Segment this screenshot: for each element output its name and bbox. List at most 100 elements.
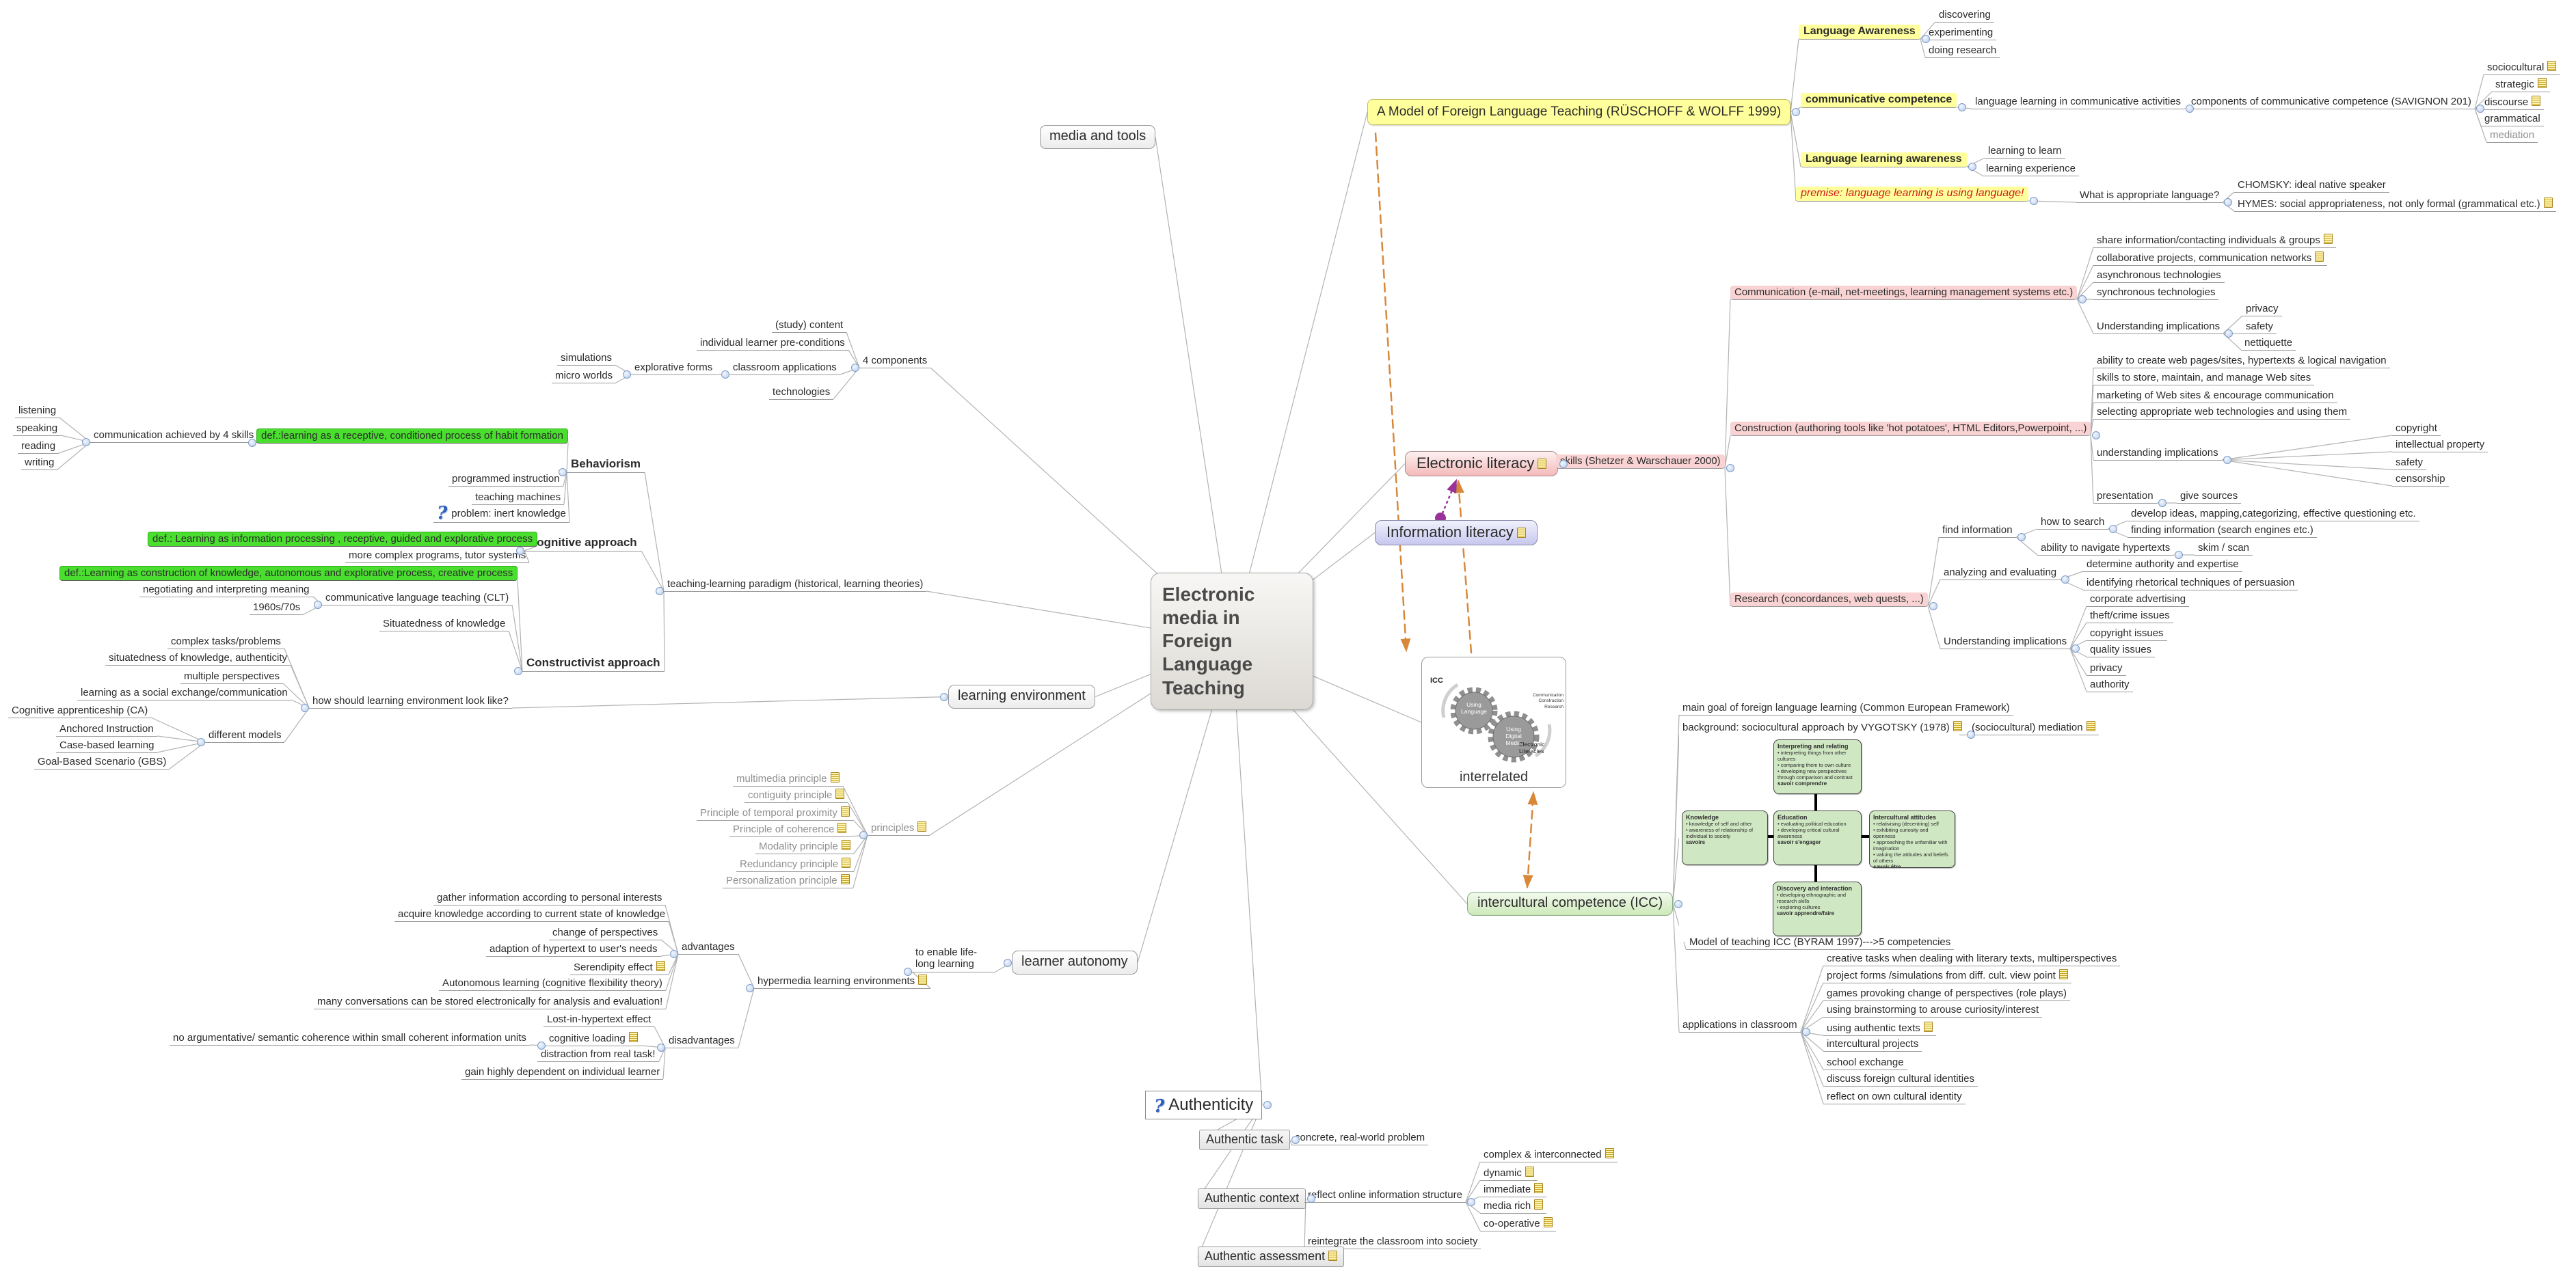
node-grammatical[interactable]: grammatical (2481, 112, 2544, 127)
node-negotiating[interactable]: negotiating and interpreting meaning (139, 583, 313, 598)
node-ui-res[interactable]: Understanding implications (1940, 635, 2071, 650)
node-explorative[interactable]: explorative forms (631, 361, 716, 376)
node-personalization-p[interactable]: Personalization principle (723, 873, 853, 889)
node-ilpc[interactable]: individual learner pre-conditions (697, 336, 848, 351)
node-prog-instr[interactable]: programmed instruction (448, 472, 563, 487)
fold-handle-nav-hyper[interactable] (2175, 551, 2183, 559)
fold-handle-reflect-online[interactable] (1467, 1198, 1475, 1206)
node-serendipity[interactable]: Serendipity effect (570, 960, 669, 976)
node-reading[interactable]: reading (18, 439, 59, 454)
node-reflect-own[interactable]: reflect on own cultural identity (1823, 1090, 1965, 1105)
node-social-exchange[interactable]: learning as a social exchange/communicat… (77, 686, 291, 701)
fold-handle-research[interactable] (1929, 602, 1937, 610)
node-listening[interactable]: listening (15, 404, 60, 419)
node-experimenting[interactable]: experimenting (1925, 26, 1997, 41)
node-media-tools[interactable]: media and tools (1040, 125, 1156, 149)
node-anchored[interactable]: Anchored Instruction (56, 722, 157, 737)
node-analyzing[interactable]: analyzing and evaluating (1940, 566, 2061, 581)
fold-handle-comm-comp[interactable] (1958, 103, 1966, 111)
node-comm-4skills[interactable]: communication achieved by 4 skills (90, 428, 258, 444)
node-immediate[interactable]: immediate (1480, 1182, 1547, 1198)
fold-handle-construction[interactable] (2092, 431, 2100, 439)
node-lautonomy[interactable]: learner autonomy (1012, 951, 1138, 975)
node-copyright1[interactable]: copyright (2392, 422, 2441, 437)
node-applications[interactable]: applications in classroom (1679, 1018, 1801, 1033)
node-communication[interactable]: Communication (e-mail, net-meetings, lea… (1730, 286, 2078, 301)
node-brainstorming[interactable]: using brainstorming to arouse curiosity/… (1823, 1003, 2043, 1018)
node-presentation[interactable]: presentation (2093, 489, 2157, 504)
node-find-info[interactable]: find information (1939, 523, 2016, 539)
node-change-persp[interactable]: change of perspectives (549, 926, 662, 941)
fold-handle-auth-context[interactable] (1307, 1195, 1315, 1203)
node-lla[interactable]: Language learning awareness (1801, 152, 1967, 168)
node-icc[interactable]: intercultural competence (ICC) (1467, 892, 1674, 916)
node-model[interactable]: A Model of Foreign Language Teaching (RÜ… (1367, 99, 1791, 125)
fold-handle-lla[interactable] (1968, 163, 1976, 171)
node-irr[interactable]: ICC Using Language Using Digital Media C… (1421, 657, 1566, 788)
node-privacy1[interactable]: privacy (2242, 302, 2282, 317)
node-lost[interactable]: Lost-in-hypertext effect (544, 1013, 655, 1028)
node-diff-models[interactable]: different models (205, 728, 285, 744)
node-many-conv[interactable]: many conversations can be stored electro… (314, 995, 667, 1010)
node-inert[interactable]: ?problem: inert knowledge (433, 504, 569, 523)
node-theft[interactable]: theft/crime issues (2087, 609, 2173, 624)
fold-handle-disadvantages[interactable] (657, 1044, 665, 1052)
node-auth-assess[interactable]: Authentic assessment (1198, 1247, 1345, 1267)
node-redundancy-p[interactable]: Redundancy principle (736, 857, 855, 873)
fold-handle-auth-task[interactable] (1291, 1136, 1300, 1144)
fold-handle-what-approp[interactable] (2224, 198, 2232, 206)
node-safety2[interactable]: safety (2392, 456, 2427, 471)
node-research[interactable]: Research (concordances, web quests, ...) (1730, 593, 1928, 608)
node-main-goal[interactable]: main goal of foreign language learning (… (1679, 701, 2013, 716)
node-store[interactable]: skills to store, maintain, and manage We… (2093, 371, 2315, 386)
node-authority[interactable]: authority (2087, 678, 2133, 693)
node-sync[interactable]: synchronous technologies (2093, 286, 2219, 301)
fold-handle-cognitive[interactable] (516, 547, 524, 555)
node-behaviorism[interactable]: Behaviorism (567, 457, 645, 473)
node-finding-info[interactable]: finding information (search engines etc.… (2128, 523, 2317, 539)
node-what-approp[interactable]: What is appropriate language? (2076, 189, 2223, 204)
node-corp-adv[interactable]: corporate advertising (2087, 593, 2190, 608)
node-gain[interactable]: gain highly dependent on individual lear… (461, 1065, 664, 1080)
node-contiguity-p[interactable]: contiguity principle (744, 788, 848, 804)
node-technologies[interactable]: technologies (769, 385, 834, 400)
node-comp-cc[interactable]: components of communicative competence (… (2188, 95, 2475, 110)
fold-handle-communication[interactable] (2078, 295, 2087, 303)
node-create-web[interactable]: ability to create web pages/sites, hyper… (2093, 354, 2390, 369)
fold-handle-constructivist[interactable] (514, 667, 522, 675)
fold-handle-ll-comm-act[interactable] (2186, 105, 2194, 113)
node-micro-worlds[interactable]: micro worlds (552, 369, 617, 384)
node-auth-context[interactable]: Authentic context (1198, 1188, 1306, 1209)
node-ll-comm-act[interactable]: language learning in communicative activ… (1972, 95, 2184, 110)
fold-handle-ui-res[interactable] (2071, 644, 2080, 653)
node-gather[interactable]: gather information according to personal… (433, 891, 666, 906)
node-how-env[interactable]: how should learning environment look lik… (309, 694, 512, 709)
node-construction[interactable]: Construction (authoring tools like 'hot … (1730, 422, 2091, 437)
node-ic-projects[interactable]: intercultural projects (1823, 1037, 1922, 1052)
fold-handle-lifelong[interactable] (904, 968, 912, 976)
node-simulations[interactable]: simulations (557, 351, 616, 366)
node-autonomous-learning[interactable]: Autonomous learning (cognitive flexibili… (439, 977, 666, 992)
node-learn-env[interactable]: learning environment (948, 685, 1095, 709)
node-rhetorical[interactable]: identifying rhetorical techniques of per… (2083, 576, 2298, 591)
node-strategic[interactable]: strategic (2492, 77, 2550, 93)
node-censorship[interactable]: censorship (2392, 472, 2449, 487)
node-clt[interactable]: communicative language teaching (CLT) (322, 591, 513, 606)
node-tutor-systems[interactable]: more complex programs, tutor systems (345, 549, 530, 564)
fold-handle-lang-aware[interactable] (1922, 35, 1930, 43)
fold-handle-cog-loading[interactable] (537, 1041, 546, 1050)
node-lang-aware[interactable]: Language Awareness (1799, 25, 1920, 40)
fold-handle-learn-env[interactable] (940, 692, 948, 701)
node-privacy2[interactable]: privacy (2087, 662, 2126, 677)
fold-handle-principles[interactable] (859, 831, 868, 839)
fold-handle-how-env[interactable] (301, 704, 309, 712)
node-situatedness1[interactable]: Situatedness of knowledge (379, 617, 509, 632)
node-copyright2[interactable]: copyright issues (2087, 627, 2167, 642)
node-def-cons[interactable]: def.:Learning as construction of knowled… (59, 566, 518, 582)
node-elit[interactable]: Electronic literacy (1405, 451, 1559, 477)
node-learn-to-learn[interactable]: learning to learn (1985, 144, 2065, 159)
node-async[interactable]: asynchronous technologies (2093, 269, 2225, 284)
node-safety1[interactable]: safety (2242, 320, 2277, 335)
node-constructivist[interactable]: Constructivist approach (522, 655, 665, 672)
fold-handle-advantages[interactable] (670, 950, 678, 958)
